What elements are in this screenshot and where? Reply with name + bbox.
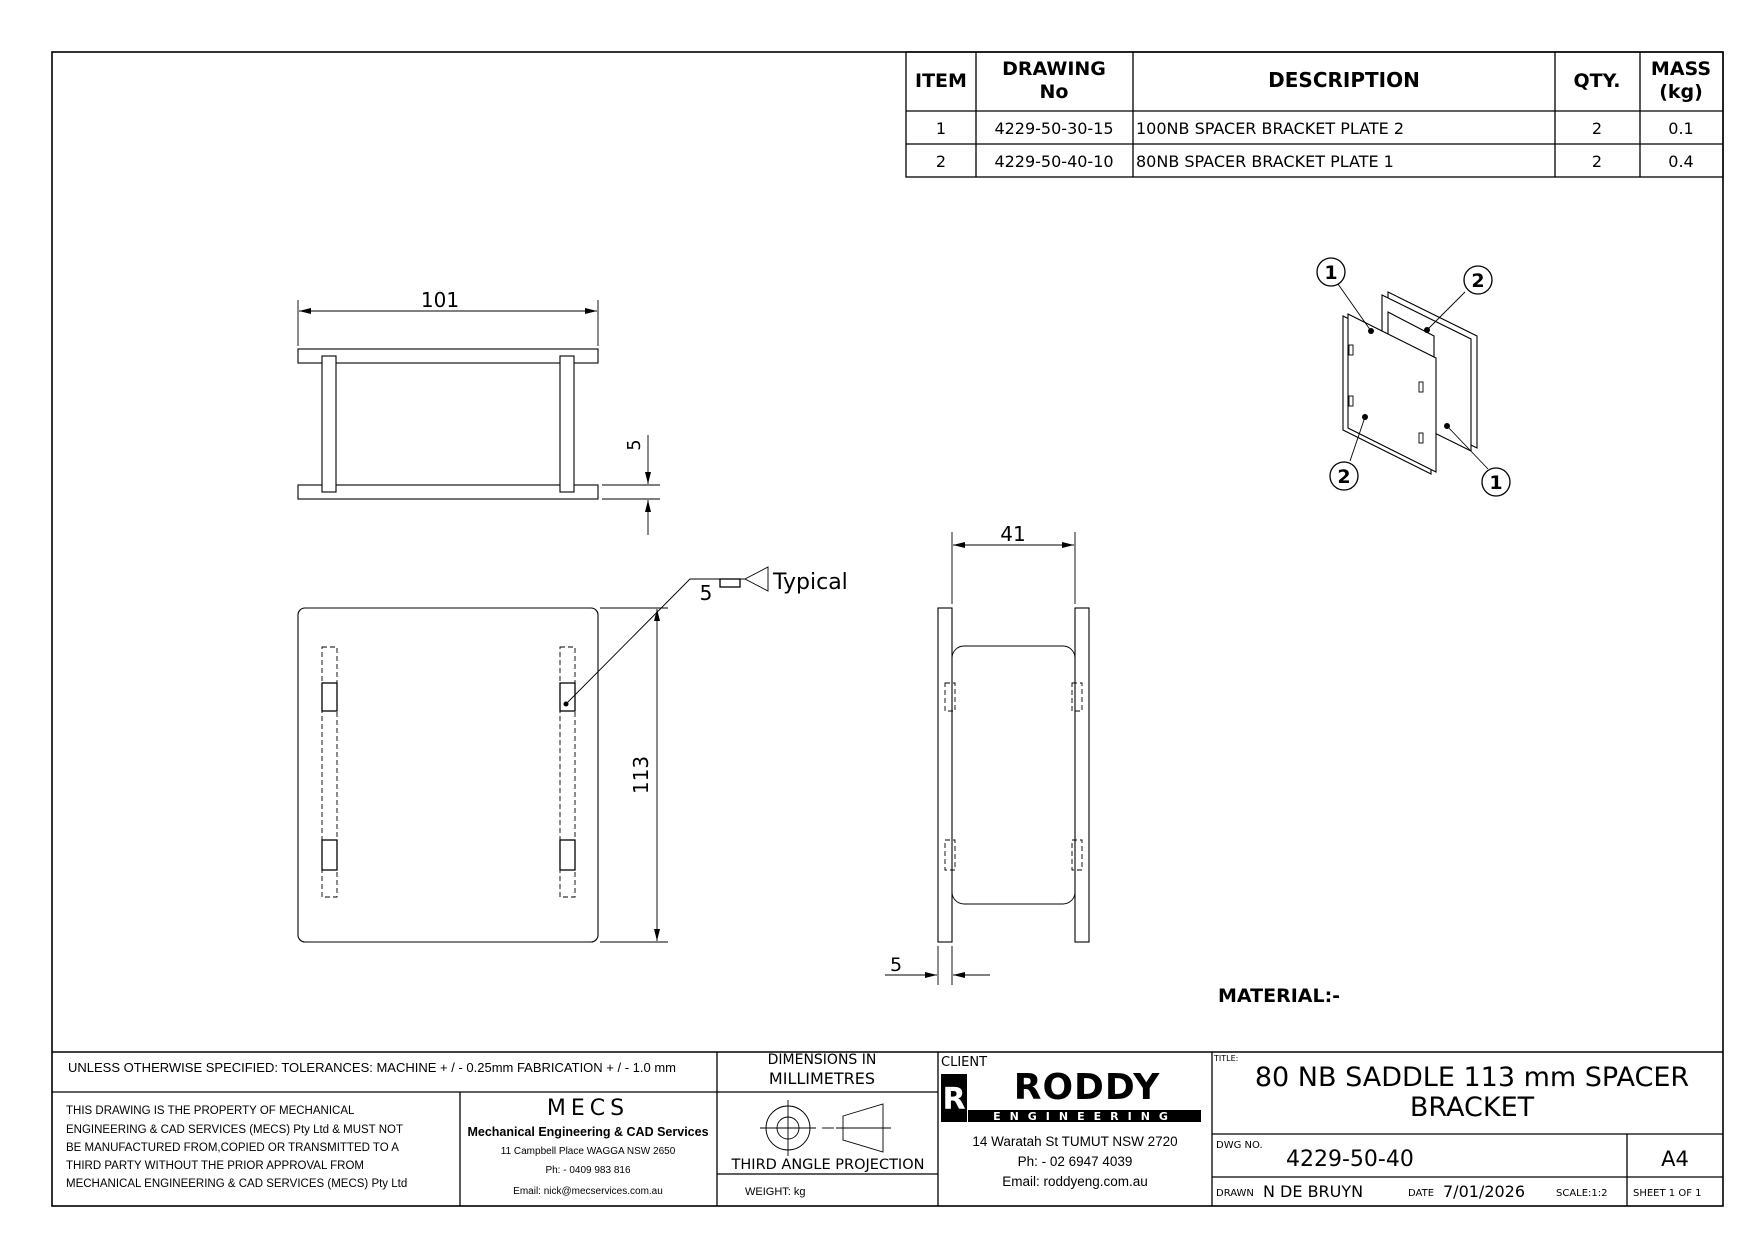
mecs-email: Email: nick@mecservices.com.au xyxy=(513,1186,663,1197)
svg-text:1: 1 xyxy=(1324,262,1337,284)
bom-cell-item: 1 xyxy=(936,119,946,138)
sheet-number: SHEET 1 OF 1 xyxy=(1633,1188,1702,1199)
balloon: 2 xyxy=(1329,461,1359,491)
dimensions-unit-2: MILLIMETRES xyxy=(769,1069,875,1088)
bom-cell-description: 80NB SPACER BRACKET PLATE 1 xyxy=(1136,152,1394,171)
third-angle-projection-icon xyxy=(760,1100,891,1156)
scale: SCALE:1:2 xyxy=(1556,1188,1608,1199)
weight-label: WEIGHT: kg xyxy=(745,1186,806,1198)
client-email: Email: roddyeng.com.au xyxy=(1002,1174,1148,1189)
weld-note: Typical xyxy=(772,570,848,595)
material-label: MATERIAL:- xyxy=(1218,985,1340,1007)
mecs-name: Mechanical Engineering & CAD Services xyxy=(467,1125,708,1139)
sheet-size: A4 xyxy=(1661,1147,1689,1171)
mecs-logo: MECS xyxy=(547,1096,629,1121)
drawing-border xyxy=(51,51,1724,1207)
bom-cell-qty: 2 xyxy=(1592,152,1602,171)
dimension-height-113: 113 xyxy=(629,756,653,794)
client-address: 14 Waratah St TUMUT NSW 2720 xyxy=(972,1134,1177,1149)
drawing-title-line-1: 80 NB SADDLE 113 mm SPACER xyxy=(1255,1062,1689,1093)
table-row: 1 4229-50-30-15 100NB SPACER BRACKET PLA… xyxy=(936,119,1694,138)
bom-header-mass-2: (kg) xyxy=(1659,81,1703,103)
drawing-date: 7/01/2026 xyxy=(1443,1182,1525,1201)
svg-text:1: 1 xyxy=(1489,472,1502,494)
drawn-by: N DE BRUYN xyxy=(1263,1182,1363,1201)
bom-cell-drawing-no: 4229-50-30-15 xyxy=(994,119,1113,138)
bom-header-qty: QTY. xyxy=(1574,70,1621,92)
dimensions-unit-1: DIMENSIONS IN xyxy=(768,1052,877,1068)
weld-size: 5 xyxy=(700,581,713,605)
bom-header-mass: MASS xyxy=(1651,58,1711,80)
client-phone: Ph: - 02 6947 4039 xyxy=(1018,1154,1133,1169)
drawn-label: DRAWN xyxy=(1216,1188,1254,1199)
title-block: UNLESS OTHERWISE SPECIFIED: TOLERANCES: … xyxy=(52,1051,1723,1206)
svg-text:THIS DRAWING IS THE PROPERTY O: THIS DRAWING IS THE PROPERTY OF MECHANIC… xyxy=(66,1105,355,1117)
bom-header-drawing-no: DRAWING xyxy=(1002,58,1106,80)
mecs-address: 11 Campbell Place WAGGA NSW 2650 xyxy=(501,1146,676,1157)
bom-cell-drawing-no: 4229-50-40-10 xyxy=(994,152,1113,171)
svg-text:BE MANUFACTURED FROM,COPIED OR: BE MANUFACTURED FROM,COPIED OR TRANSMITT… xyxy=(66,1142,399,1154)
table-row: 2 4229-50-40-10 80NB SPACER BRACKET PLAT… xyxy=(936,152,1694,171)
bom-header-description: DESCRIPTION xyxy=(1268,68,1420,92)
svg-text:R: R xyxy=(942,1082,965,1117)
title-label: TITLE: xyxy=(1213,1054,1238,1063)
dimension-thickness-5: 5 xyxy=(624,439,645,450)
bom-cell-description: 100NB SPACER BRACKET PLATE 2 xyxy=(1136,119,1404,138)
dimension-width-41: 41 xyxy=(1000,522,1025,546)
projection-label: THIRD ANGLE PROJECTION xyxy=(731,1157,925,1173)
svg-text:MECHANICAL ENGINEERING & CAD S: MECHANICAL ENGINEERING & CAD SERVICES (M… xyxy=(66,1178,407,1190)
top-view: 101 5 xyxy=(297,288,660,535)
bom-header-drawing-no-2: No xyxy=(1040,81,1069,103)
svg-text:ENGINEERING: ENGINEERING xyxy=(993,1110,1177,1123)
client-label: CLIENT xyxy=(941,1055,987,1070)
balloon: 1 xyxy=(1316,257,1346,287)
property-notice: THIS DRAWING IS THE PROPERTY OF MECHANIC… xyxy=(66,1105,407,1190)
balloon: 1 xyxy=(1481,467,1511,497)
balloon: 2 xyxy=(1463,265,1493,295)
dwg-no-label: DWG NO. xyxy=(1216,1140,1263,1151)
bom-cell-mass: 0.1 xyxy=(1668,119,1693,138)
bom-cell-qty: 2 xyxy=(1592,119,1602,138)
dwg-no: 4229-50-40 xyxy=(1286,1147,1414,1172)
bom-table: ITEM DRAWING No DESCRIPTION QTY. MASS (k… xyxy=(905,51,1724,178)
dimension-side-thickness-5: 5 xyxy=(890,954,902,976)
bom-header-item: ITEM xyxy=(915,70,967,92)
isometric-view: 1 2 2 1 xyxy=(1316,257,1511,497)
front-view: 113 5 Typical xyxy=(297,566,848,943)
svg-text:THIRD PARTY WITHOUT THE PRIOR: THIRD PARTY WITHOUT THE PRIOR APPROVAL F… xyxy=(66,1160,364,1172)
svg-text:2: 2 xyxy=(1471,270,1484,292)
svg-text:ENGINEERING & CAD SERVICES (ME: ENGINEERING & CAD SERVICES (MECS) Pty Lt… xyxy=(66,1124,403,1136)
client-logo: R RODDY ENGINEERING xyxy=(941,1067,1201,1123)
bom-cell-item: 2 xyxy=(936,152,946,171)
mecs-phone: Ph: - 0409 983 816 xyxy=(545,1165,631,1176)
side-view: 41 5 xyxy=(885,522,1090,985)
svg-text:2: 2 xyxy=(1337,466,1350,488)
dimension-width-101: 101 xyxy=(421,288,459,312)
drawing-title-line-2: BRACKET xyxy=(1410,1092,1535,1123)
date-label: DATE xyxy=(1408,1188,1434,1199)
tolerances-note: UNLESS OTHERWISE SPECIFIED: TOLERANCES: … xyxy=(68,1060,676,1075)
svg-text:RODDY: RODDY xyxy=(1014,1067,1161,1108)
bom-cell-mass: 0.4 xyxy=(1668,152,1693,171)
